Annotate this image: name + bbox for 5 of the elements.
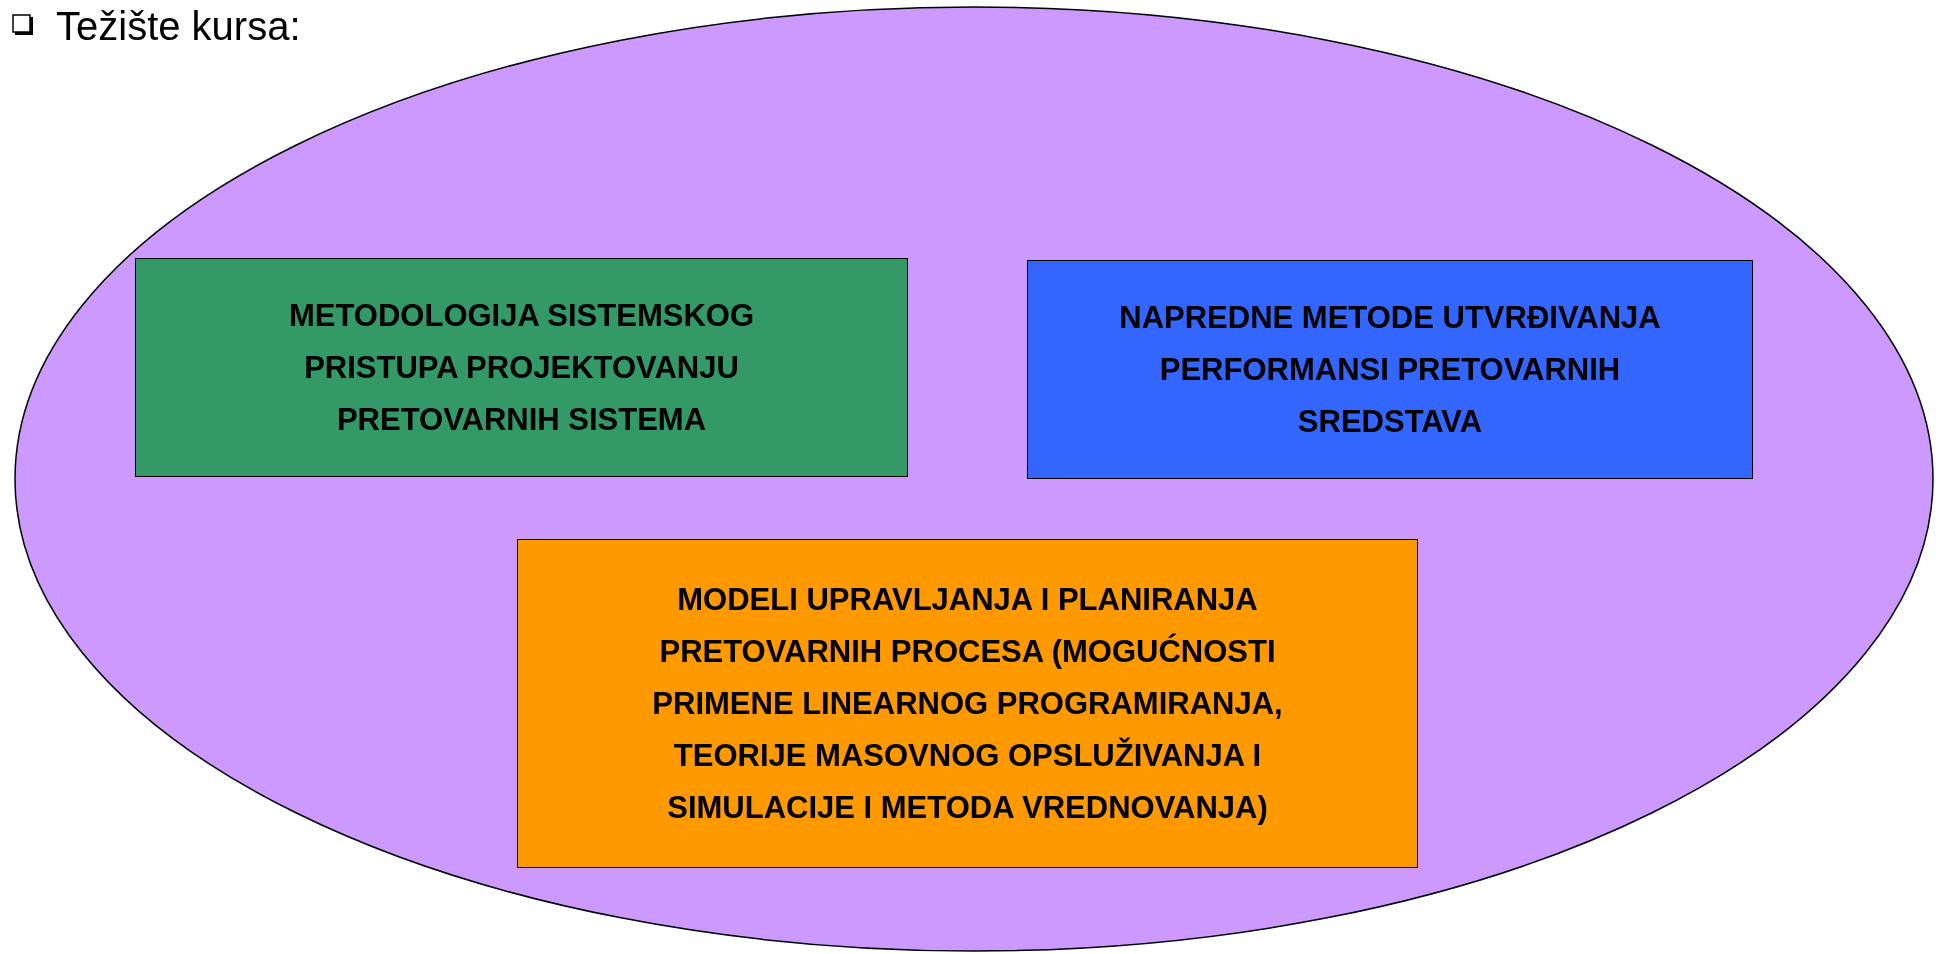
- topic-box: METODOLOGIJA SISTEMSKOG PRISTUPA PROJEKTOVANJU PRETOVARNIH SISTEMA: [135, 258, 908, 477]
- ellipse-shape: [14, 6, 1934, 952]
- topic-box: MODELI UPRAVLJANJA I PLANIRANJA PRETOVARNIH PROCESA (MOGUĆNOSTI PRIMENE LINEARNOG PROGRAMIRANJA, TEORIJE MASOVNOG OPSLUŽIVANJA I SIMULACIJE I METODA VREDNOVANJA): [517, 539, 1418, 868]
- topic-box: NAPREDNE METODE UTVRĐIVANJA PERFORMANSI PRETOVARNIH SREDSTAVA: [1027, 260, 1753, 479]
- heading: Težište kursa:: [56, 4, 301, 48]
